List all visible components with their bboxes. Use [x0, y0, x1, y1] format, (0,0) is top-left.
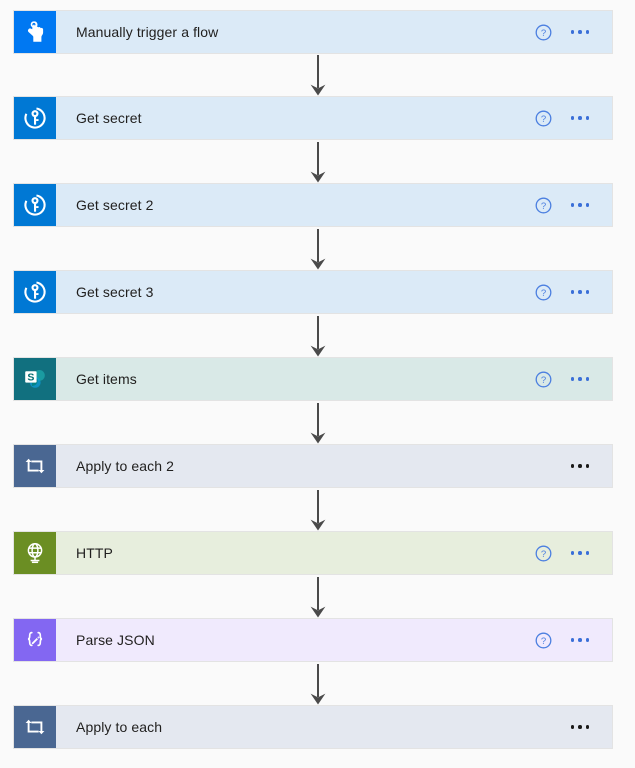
more-horizontal-icon[interactable] — [560, 97, 600, 139]
help-circle-icon[interactable]: ? — [526, 358, 560, 400]
flow-connector-arrow — [0, 490, 635, 531]
sharepoint-icon: S — [14, 358, 56, 400]
svg-text:?: ? — [540, 28, 545, 39]
flow-step-title: Get secret 3 — [76, 284, 154, 300]
flow-step-actions: ? — [526, 271, 612, 313]
more-horizontal-icon[interactable] — [560, 184, 600, 226]
loop-icon — [14, 445, 56, 487]
flow-step-title: Apply to each 2 — [76, 458, 175, 474]
help-circle-icon[interactable]: ? — [526, 97, 560, 139]
svg-text:?: ? — [540, 636, 545, 647]
flow-step-http[interactable]: HTTP? — [13, 531, 613, 575]
help-icon-placeholder — [526, 706, 560, 748]
flow-connector-arrow — [0, 316, 635, 357]
svg-text:?: ? — [540, 114, 545, 125]
flow-step-apply-to-each[interactable]: Apply to each — [13, 705, 613, 749]
flow-step-manually-trigger-a-flow[interactable]: Manually trigger a flow? — [13, 10, 613, 54]
flow-step-get-items[interactable]: S Get items? — [13, 357, 613, 401]
flow-step-title: Manually trigger a flow — [76, 24, 219, 40]
flow-step-actions: ? — [526, 619, 612, 661]
svg-text:?: ? — [540, 549, 545, 560]
help-circle-icon[interactable]: ? — [526, 11, 560, 53]
flow-connector-arrow — [0, 55, 635, 96]
more-horizontal-icon[interactable] — [560, 11, 600, 53]
flow-connector-arrow — [0, 403, 635, 444]
flow-step-title: Apply to each — [76, 719, 163, 735]
svg-text:?: ? — [540, 201, 545, 212]
tap-hand-icon — [14, 11, 56, 53]
flow-step-title: Get secret — [76, 110, 142, 126]
flow-step-title: HTTP — [76, 545, 113, 561]
more-horizontal-icon[interactable] — [560, 619, 600, 661]
more-horizontal-icon[interactable] — [560, 445, 600, 487]
more-horizontal-icon[interactable] — [560, 358, 600, 400]
flow-connector-arrow — [0, 142, 635, 183]
more-horizontal-icon[interactable] — [560, 532, 600, 574]
flow-step-title: Get secret 2 — [76, 197, 154, 213]
flow-step-get-secret[interactable]: Get secret? — [13, 96, 613, 140]
flow-step-get-secret-3[interactable]: Get secret 3? — [13, 270, 613, 314]
help-circle-icon[interactable]: ? — [526, 619, 560, 661]
help-circle-icon[interactable]: ? — [526, 532, 560, 574]
flow-step-actions: ? — [526, 11, 612, 53]
flow-step-title: Parse JSON — [76, 632, 155, 648]
svg-text:S: S — [27, 371, 34, 383]
flow-step-actions: ? — [526, 358, 612, 400]
flow-step-actions — [526, 445, 612, 487]
svg-text:?: ? — [540, 375, 545, 386]
key-vault-icon — [14, 184, 56, 226]
help-circle-icon[interactable]: ? — [526, 184, 560, 226]
flow-step-actions — [526, 706, 612, 748]
flow-connector-arrow — [0, 229, 635, 270]
flow-step-get-secret-2[interactable]: Get secret 2? — [13, 183, 613, 227]
globe-icon — [14, 532, 56, 574]
parse-json-icon — [14, 619, 56, 661]
help-circle-icon[interactable]: ? — [526, 271, 560, 313]
key-vault-icon — [14, 97, 56, 139]
flow-step-title: Get items — [76, 371, 137, 387]
key-vault-icon — [14, 271, 56, 313]
flow-step-actions: ? — [526, 97, 612, 139]
flow-step-actions: ? — [526, 184, 612, 226]
help-icon-placeholder — [526, 445, 560, 487]
loop-icon — [14, 706, 56, 748]
flow-step-apply-to-each-2[interactable]: Apply to each 2 — [13, 444, 613, 488]
flow-step-actions: ? — [526, 532, 612, 574]
more-horizontal-icon[interactable] — [560, 706, 600, 748]
more-horizontal-icon[interactable] — [560, 271, 600, 313]
svg-text:?: ? — [540, 288, 545, 299]
flow-connector-arrow — [0, 577, 635, 618]
flow-connector-arrow — [0, 664, 635, 705]
flow-step-parse-json[interactable]: Parse JSON? — [13, 618, 613, 662]
